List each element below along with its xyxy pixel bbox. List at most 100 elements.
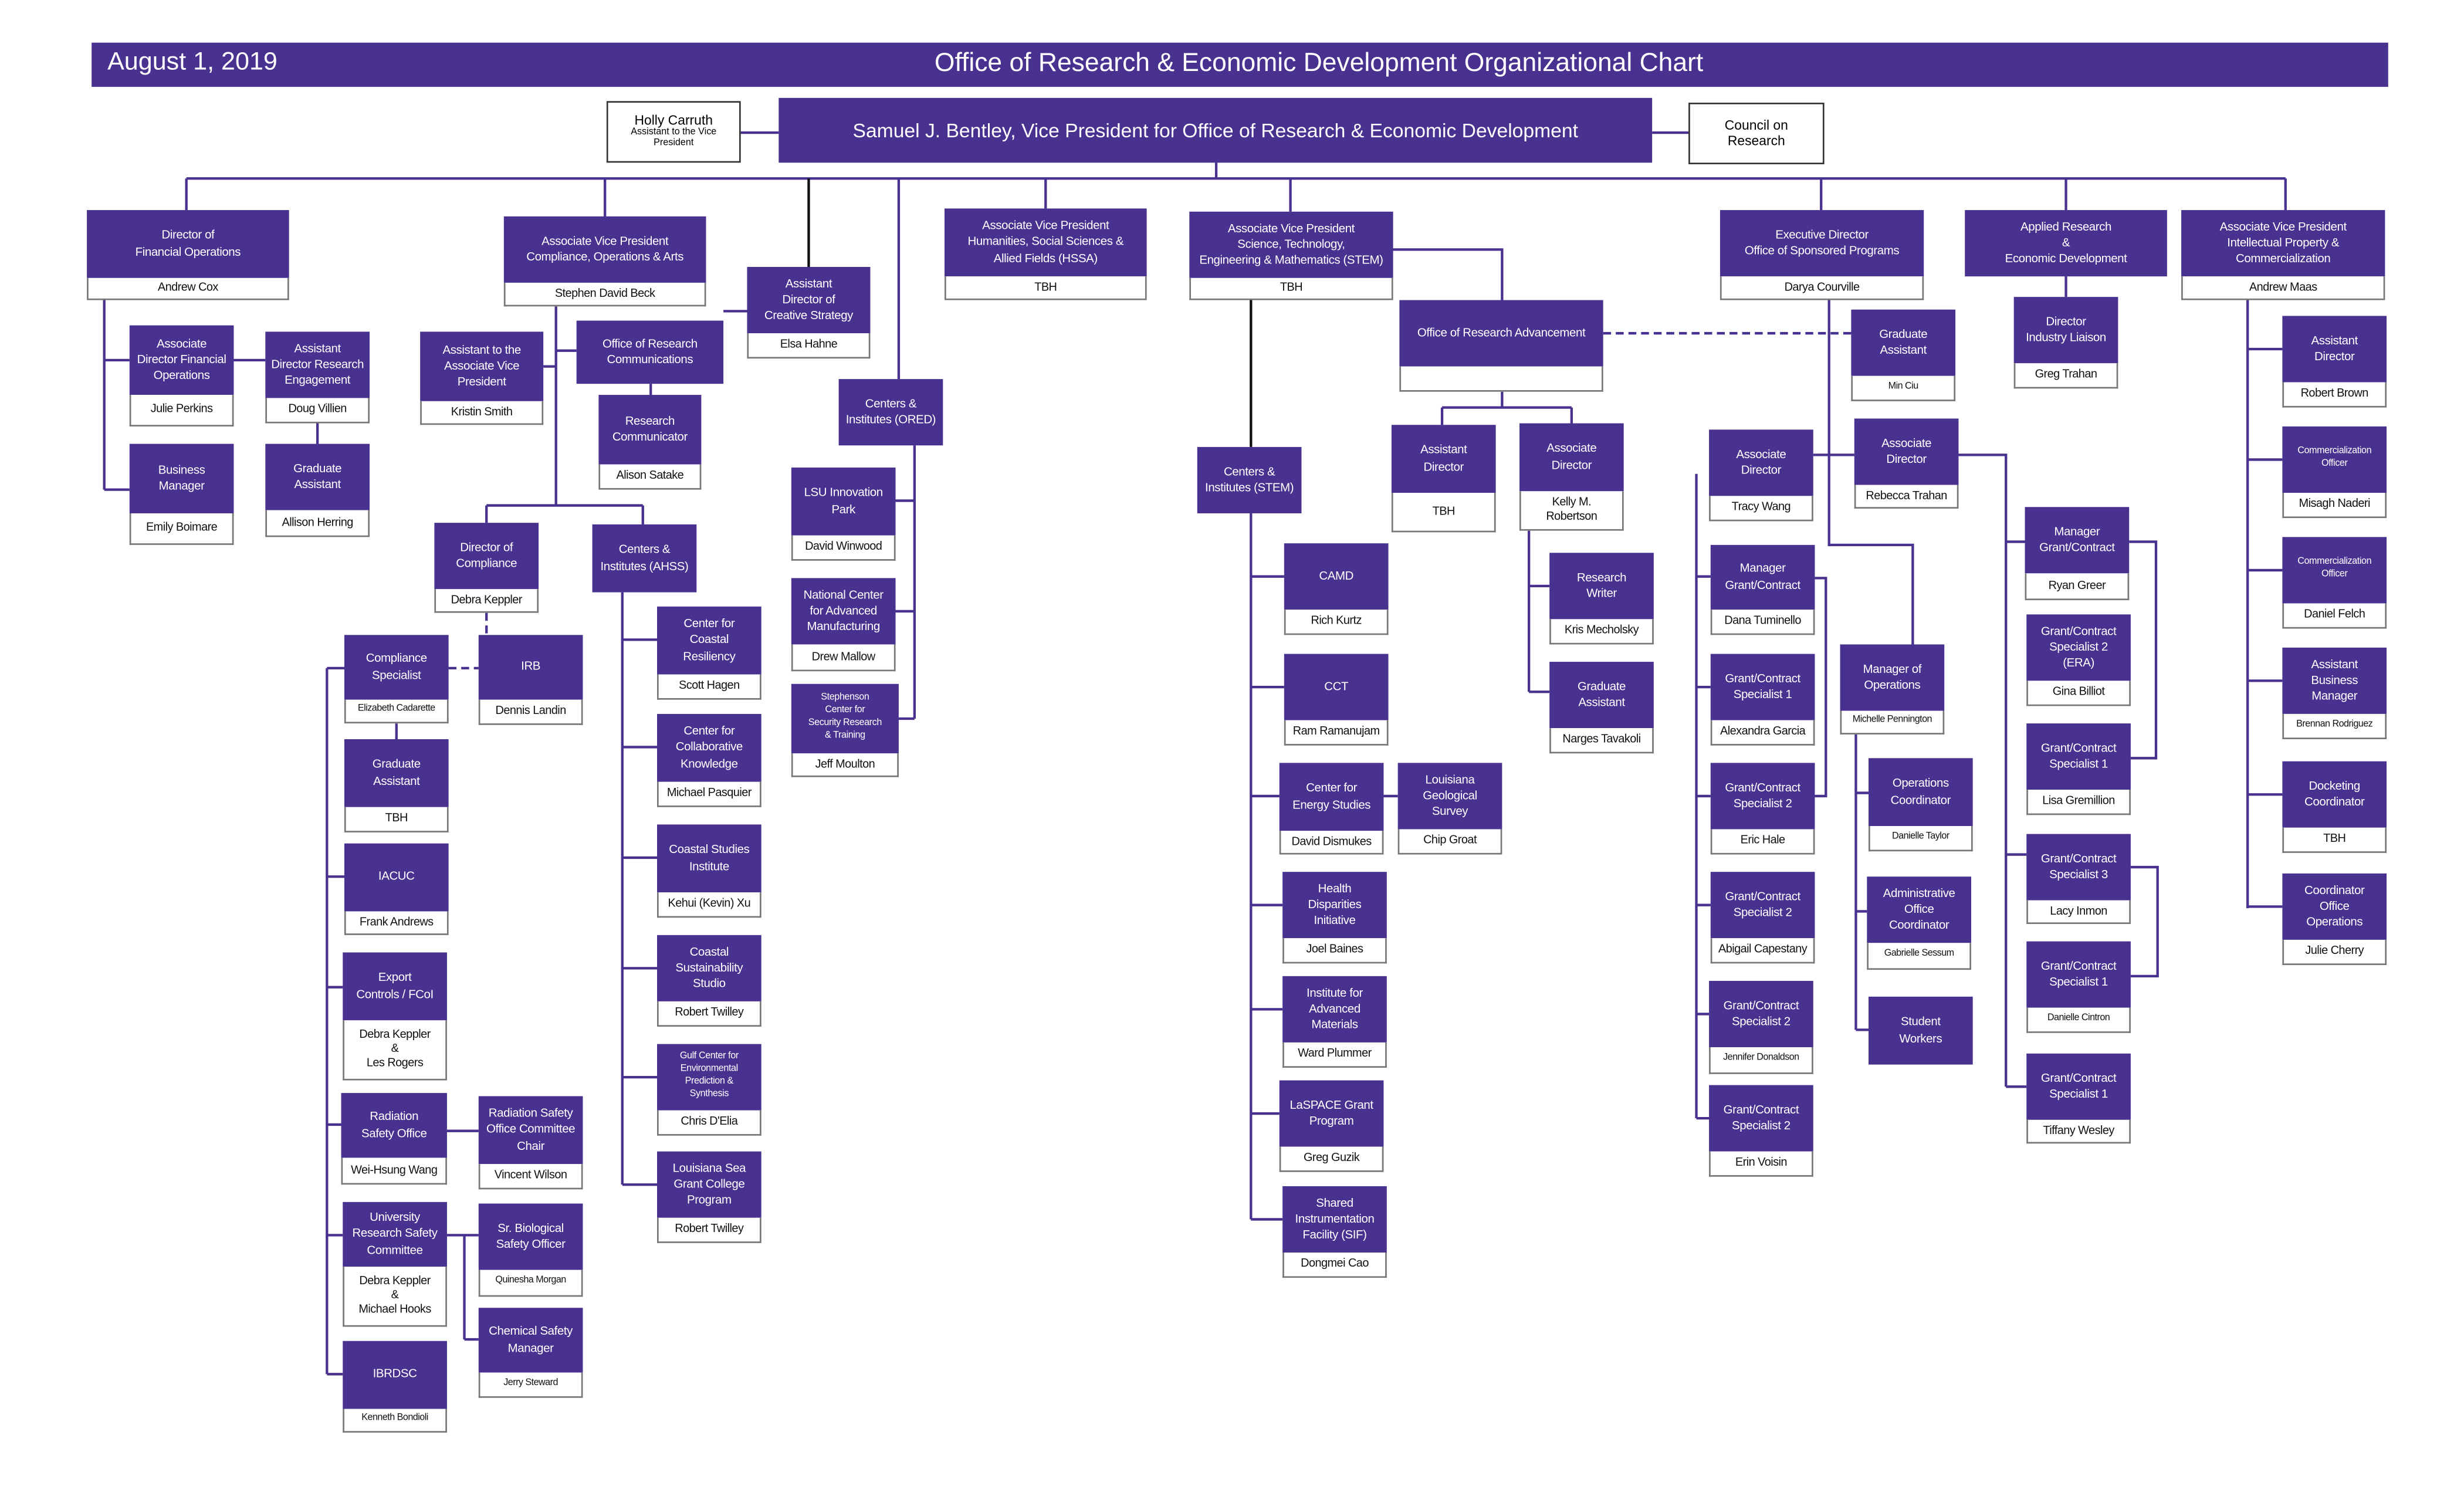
position-title: Office of Research Communications: [576, 320, 724, 384]
position-title: Radiation Safety Office Committee Chair: [478, 1096, 583, 1165]
person-name: Kenneth Bondioli: [343, 1409, 447, 1433]
person-name: Emily Boimare: [129, 513, 234, 545]
person-name: Dongmei Cao: [1282, 1252, 1387, 1278]
person-name: Darya Courville: [1720, 276, 1924, 300]
vice-president-box: Samuel J. Bentley, Vice President for Of…: [779, 97, 1653, 163]
person-name: Ram Ramanujam: [1284, 720, 1389, 746]
org-box-associate-vice-president-compliance-operations-arts: Associate Vice President Compliance, Ope…: [503, 216, 706, 307]
person-name: Michael Pasquier: [656, 781, 761, 807]
position-title: Assistant Director: [2282, 316, 2387, 383]
person-name: [1399, 366, 1603, 392]
org-box-executive-director-office-of-sponsored-programs: Executive Director Office of Sponsored P…: [1720, 210, 1924, 300]
position-title: Grant/Contract Specialist 1: [2026, 723, 2131, 790]
position-title: Graduate Assistant: [265, 444, 370, 510]
position-title: LSU Innovation Park: [791, 467, 896, 536]
position-title: Louisiana Sea Grant College Program: [656, 1151, 761, 1218]
chart-title: Office of Research & Economic Developmen…: [934, 49, 1704, 77]
position-title: Associate Director Financial Operations: [129, 325, 234, 395]
position-title: Director Industry Liaison: [2013, 297, 2118, 364]
position-title: Director of Financial Operations: [87, 210, 289, 278]
person-name: Misagh Naderi: [2282, 492, 2387, 519]
person-name: Eric Hale: [1710, 829, 1815, 855]
position-title: Grant/Contract Specialist 3: [2026, 834, 2131, 901]
position-title: Assistant Business Manager: [2282, 647, 2387, 714]
position-title: Executive Director Office of Sponsored P…: [1720, 210, 1924, 277]
person-name: Jerry Steward: [478, 1372, 583, 1398]
person-name: TBH: [2282, 827, 2387, 853]
person-name: Elizabeth Cadarette: [344, 699, 449, 724]
org-box-gulf-center-for-environmental-prediction-synthesis: Gulf Center for Environmental Prediction…: [656, 1044, 761, 1136]
person-name: TBH: [344, 807, 449, 832]
person-name: Frank Andrews: [344, 911, 449, 935]
position-title: Associate Vice President Humanities, Soc…: [944, 208, 1147, 277]
org-box-centers-institutes-ored: Centers & Institutes (ORED): [838, 379, 943, 446]
position-title: Centers & Institutes (ORED): [838, 379, 943, 446]
person-name: Dennis Landin: [478, 699, 583, 725]
position-title: Research Writer: [1549, 553, 1654, 620]
person-name: Min Ciu: [1851, 375, 1956, 401]
chart-date: August 1, 2019: [107, 49, 277, 76]
org-box-national-center-for-advanced-manufacturing: National Center for Advanced Manufacturi…: [791, 578, 896, 672]
position-title: Research Communicator: [598, 395, 702, 465]
position-title: Docketing Coordinator: [2282, 761, 2387, 828]
position-title: Centers & Institutes (STEM): [1197, 446, 1302, 513]
person-name: Alexandra Garcia: [1710, 720, 1815, 746]
person-name: Kristin Smith: [420, 401, 544, 425]
person-name: Danielle Cintron: [2026, 1007, 2131, 1033]
position-title: LaSPACE Grant Program: [1279, 1080, 1384, 1147]
org-box-office-of-research-advancement: Office of Research Advancement: [1399, 300, 1603, 392]
org-box-associate-vice-president-science-technology-engineering-mathematics-stem: Associate Vice President Science, Techno…: [1189, 211, 1393, 300]
position-title: Commercialization Officer: [2282, 426, 2387, 493]
person-name: Ward Plummer: [1282, 1042, 1387, 1068]
position-title: Assistant Director of Creative Strategy: [747, 266, 871, 334]
person-name: Abigail Capestany: [1710, 938, 1815, 964]
position-title: Grant/Contract Specialist 2: [1710, 763, 1815, 830]
position-title: Business Manager: [129, 444, 234, 513]
position-title: Associate Vice President Science, Techno…: [1189, 211, 1393, 278]
assistant-to-vp-box: Holly Carruth Assistant to the Vice Pres…: [606, 101, 741, 163]
person-name: Debra Keppler: [434, 589, 539, 613]
person-name: Chris D'Elia: [656, 1110, 761, 1136]
person-name: TBH: [944, 276, 1147, 300]
org-box-associate-vice-president-intellectual-property-commercialization: Associate Vice President Intellectual Pr…: [2181, 210, 2385, 300]
position-title: Gulf Center for Environmental Prediction…: [656, 1044, 761, 1111]
position-title: Shared Instrumentation Facility (SIF): [1282, 1186, 1387, 1253]
person-name: Ryan Greer: [2025, 573, 2130, 601]
position-title: Grant/Contract Specialist 1: [2026, 1053, 2131, 1120]
position-title: Stephenson Center for Security Research …: [791, 683, 899, 754]
person-name: Debra Keppler & Les Rogers: [343, 1020, 447, 1081]
position-title: Grant/Contract Specialist 2: [1709, 1085, 1813, 1152]
position-title: Louisiana Geological Survey: [1397, 763, 1502, 830]
position-title: Associate Director: [1709, 429, 1813, 496]
position-title: Graduate Assistant: [1549, 662, 1654, 729]
org-box-centers-institutes-stem: Centers & Institutes (STEM): [1197, 446, 1302, 513]
position-title: Associate Vice President Compliance, Ope…: [503, 216, 706, 283]
